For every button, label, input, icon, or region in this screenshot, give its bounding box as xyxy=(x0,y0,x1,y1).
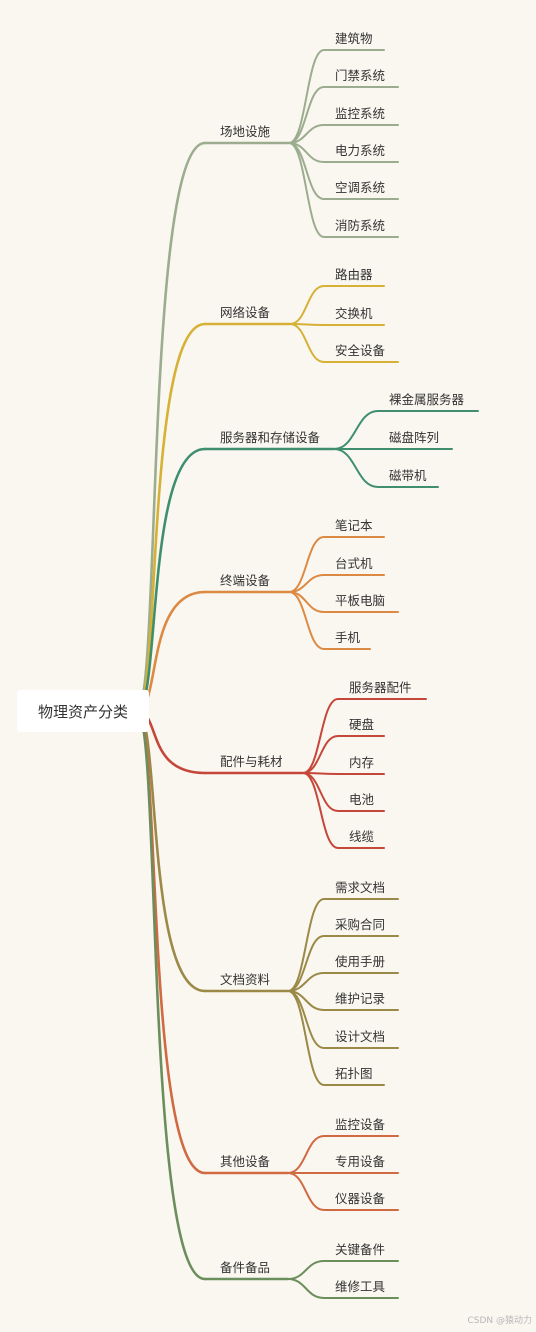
child-node-1-2[interactable]: 门禁系统 xyxy=(335,68,386,83)
child-node-7-3[interactable]: 仪器设备 xyxy=(335,1191,386,1206)
edge-branch-5-child-2 xyxy=(302,735,385,774)
branch-node-3[interactable]: 服务器和存储设备 xyxy=(220,430,321,445)
edge-branch-1-child-6 xyxy=(288,142,399,238)
edge-root-branch-1 xyxy=(135,141,207,713)
branch-node-6[interactable]: 文档资料 xyxy=(220,972,271,987)
branch-node-2[interactable]: 网络设备 xyxy=(220,305,271,320)
watermark: CSDN @猿动力 xyxy=(467,1316,532,1326)
branch-node-7[interactable]: 其他设备 xyxy=(220,1154,271,1169)
child-node-8-1[interactable]: 关键备件 xyxy=(335,1242,386,1257)
child-node-1-1[interactable]: 建筑物 xyxy=(335,31,373,46)
child-node-6-4[interactable]: 维护记录 xyxy=(335,991,386,1006)
edge-branch-8-child-1 xyxy=(287,1260,399,1280)
edge-branch-1-child-2 xyxy=(288,86,399,144)
child-node-1-6[interactable]: 消防系统 xyxy=(335,218,386,233)
edge-branch-5-child-3 xyxy=(302,772,385,775)
child-node-5-1[interactable]: 服务器配件 xyxy=(349,680,412,695)
child-node-8-2[interactable]: 维修工具 xyxy=(335,1279,386,1294)
child-node-4-2[interactable]: 台式机 xyxy=(335,556,373,571)
edge-root-branch-8 xyxy=(135,709,207,1281)
edge-branch-7-child-3 xyxy=(287,1172,399,1211)
child-node-5-5[interactable]: 线缆 xyxy=(349,829,375,844)
child-node-5-3[interactable]: 内存 xyxy=(349,755,375,770)
child-node-2-3[interactable]: 安全设备 xyxy=(335,343,386,358)
child-node-4-1[interactable]: 笔记本 xyxy=(335,518,373,533)
branch-node-5[interactable]: 配件与耗材 xyxy=(220,754,283,769)
edge-branch-4-child-1 xyxy=(288,536,385,593)
edge-branch-8-child-2 xyxy=(287,1278,399,1299)
edge-branch-6-child-1 xyxy=(287,898,399,992)
edge-branch-1-child-3 xyxy=(288,124,399,144)
edge-branch-7-child-1 xyxy=(287,1135,399,1174)
edge-branch-6-child-2 xyxy=(287,935,399,992)
branch-node-1[interactable]: 场地设施 xyxy=(220,124,271,139)
child-node-3-3[interactable]: 磁带机 xyxy=(389,468,427,483)
edge-branch-2-child-3 xyxy=(289,323,399,363)
edge-branch-3-child-3 xyxy=(333,448,439,488)
child-node-2-2[interactable]: 交换机 xyxy=(335,306,373,321)
edge-branch-1-child-1 xyxy=(288,49,385,144)
root-node[interactable]: 物理资产分类 xyxy=(17,690,149,732)
child-node-1-3[interactable]: 监控系统 xyxy=(335,106,386,121)
child-node-7-2[interactable]: 专用设备 xyxy=(335,1154,386,1169)
branch-node-8[interactable]: 备件备品 xyxy=(220,1260,271,1275)
child-node-6-3[interactable]: 使用手册 xyxy=(335,954,386,969)
child-node-1-4[interactable]: 电力系统 xyxy=(335,143,386,158)
edge-branch-5-child-1 xyxy=(302,698,427,774)
branch-node-4[interactable]: 终端设备 xyxy=(220,573,271,588)
child-node-4-3[interactable]: 平板电脑 xyxy=(335,593,386,608)
edge-branch-2-child-1 xyxy=(289,285,385,325)
edge-branch-5-child-5 xyxy=(302,772,385,849)
edge-branch-6-child-6 xyxy=(287,990,385,1086)
child-node-2-1[interactable]: 路由器 xyxy=(335,267,373,282)
edge-branch-2-child-2 xyxy=(289,323,385,326)
child-node-6-6[interactable]: 拓扑图 xyxy=(335,1066,373,1081)
child-node-3-2[interactable]: 磁盘阵列 xyxy=(389,430,440,445)
child-node-3-1[interactable]: 裸金属服务器 xyxy=(389,392,465,407)
child-node-4-4[interactable]: 手机 xyxy=(335,630,361,645)
child-node-1-5[interactable]: 空调系统 xyxy=(335,180,386,195)
child-node-6-1[interactable]: 需求文档 xyxy=(335,880,386,895)
child-node-7-1[interactable]: 监控设备 xyxy=(335,1117,386,1132)
child-node-6-2[interactable]: 采购合同 xyxy=(335,917,386,932)
child-node-5-4[interactable]: 电池 xyxy=(349,792,375,807)
edge-branch-4-child-2 xyxy=(288,574,385,593)
child-node-5-2[interactable]: 硬盘 xyxy=(349,717,375,732)
edge-branch-4-child-4 xyxy=(288,591,371,650)
edge-branch-3-child-1 xyxy=(333,410,479,450)
child-node-6-5[interactable]: 设计文档 xyxy=(335,1029,386,1044)
edge-branch-6-child-3 xyxy=(287,972,399,992)
